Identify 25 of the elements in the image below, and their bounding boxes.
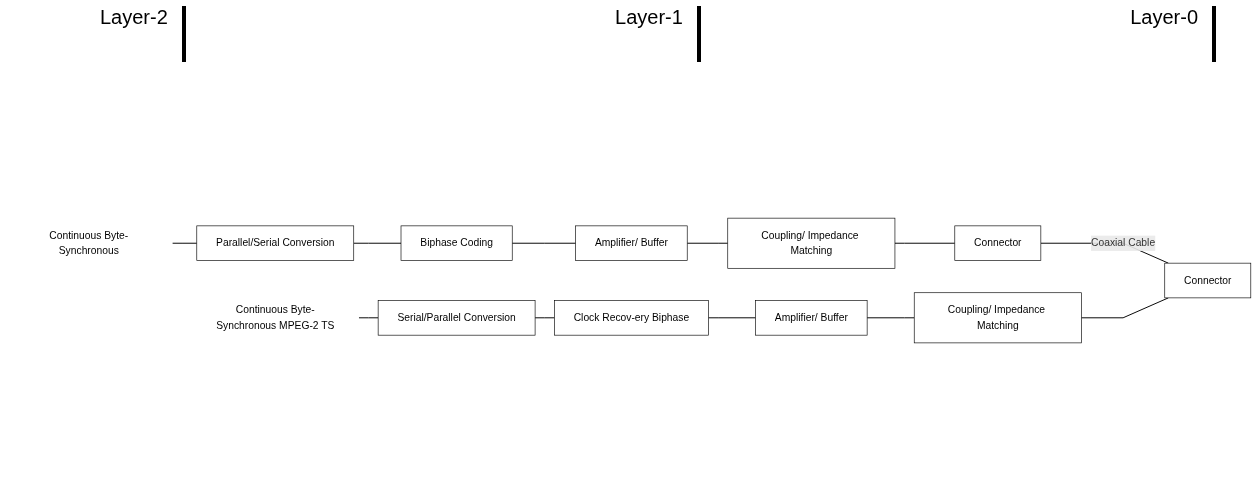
connector: [686, 243, 729, 245]
layer-label: Layer-2: [100, 6, 168, 29]
node-box: Clock Recov-ery Biphase: [554, 300, 709, 336]
connector: [353, 243, 402, 245]
node-box: Serial/Parallel Conversion: [377, 300, 536, 336]
connector: [511, 243, 577, 245]
node-box: Connector: [954, 226, 1042, 262]
connector: [358, 317, 379, 319]
connector: [894, 243, 956, 245]
node-box: Connector: [1164, 263, 1252, 299]
node-text: Continuous Byte-Synchronous MPEG-2 TS: [216, 304, 335, 332]
connector: [171, 243, 198, 245]
layer-label: Layer-1: [615, 6, 683, 29]
node-text: Continuous Byte-Synchronous: [49, 230, 129, 257]
layer-label: Layer-0: [1130, 6, 1198, 29]
node-box: Biphase Coding: [400, 226, 513, 262]
connector: [866, 317, 915, 319]
node-box: Parallel/Serial Conversion: [196, 226, 355, 262]
node-box: Amplifier/ Buffer: [575, 226, 688, 262]
edge-label: Coaxial Cable: [1091, 237, 1156, 249]
node-box: Amplifier/ Buffer: [755, 300, 868, 336]
connector: [534, 317, 555, 319]
connector: [708, 317, 757, 319]
node-box: Coupling/ Impedance Matching: [913, 292, 1082, 344]
node-box: Coupling/ Impedance Matching: [727, 218, 896, 270]
